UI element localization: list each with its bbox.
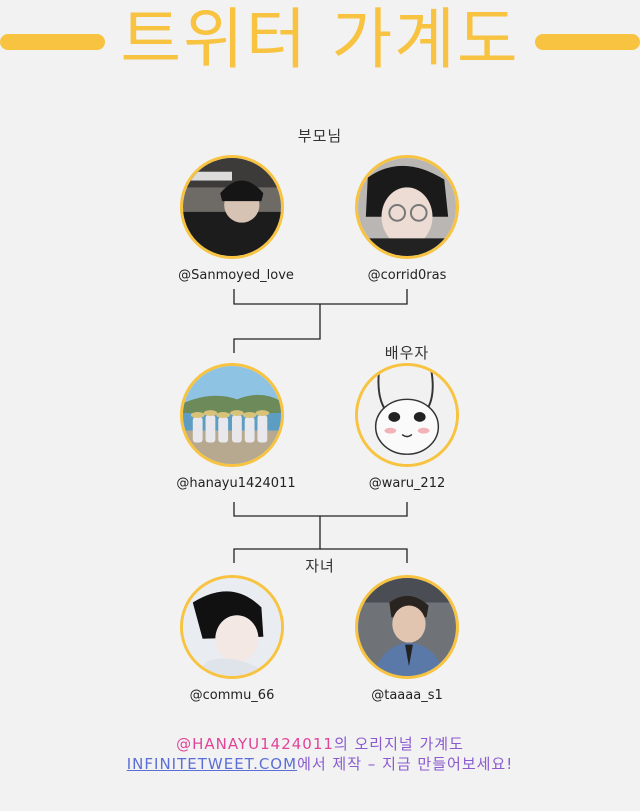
handle-child2[interactable]: @taaaa_s1	[371, 688, 443, 703]
handle-parent2[interactable]: @corrid0ras	[367, 268, 447, 283]
site-suffix: 에서 제작 – 지금 만들어보세요!	[297, 755, 514, 773]
avatar-self[interactable]	[180, 363, 284, 467]
avatar-child1[interactable]	[180, 575, 284, 679]
handle-child1[interactable]: @commu_66	[189, 688, 275, 703]
title-decoration-left	[0, 34, 105, 50]
avatar-child2[interactable]	[355, 575, 459, 679]
avatar-spouse[interactable]	[355, 363, 459, 467]
title-decoration-right	[535, 34, 640, 50]
avatar-parent2[interactable]	[355, 155, 459, 259]
owner-handle-link[interactable]: @HANAYU1424011	[176, 735, 334, 753]
footer-credit-line: @HANAYU1424011의 오리지널 가계도	[0, 733, 640, 754]
handle-self[interactable]: @hanayu1424011	[176, 476, 296, 491]
parents-label: 부모님	[297, 127, 343, 145]
children-label: 자녀	[305, 557, 335, 575]
handle-spouse[interactable]: @waru_212	[368, 476, 446, 491]
handle-parent1[interactable]: @Sanmoyed_love	[178, 268, 294, 283]
site-link[interactable]: INFINITETWEET.COM	[126, 755, 298, 773]
avatar-parent1[interactable]	[180, 155, 284, 259]
page-title: 트위터 가계도	[120, 1, 520, 78]
owner-suffix: 의 오리지널 가계도	[333, 735, 464, 753]
spouse-label: 배우자	[384, 344, 430, 362]
footer-site-line: INFINITETWEET.COM에서 제작 – 지금 만들어보세요!	[0, 753, 640, 774]
